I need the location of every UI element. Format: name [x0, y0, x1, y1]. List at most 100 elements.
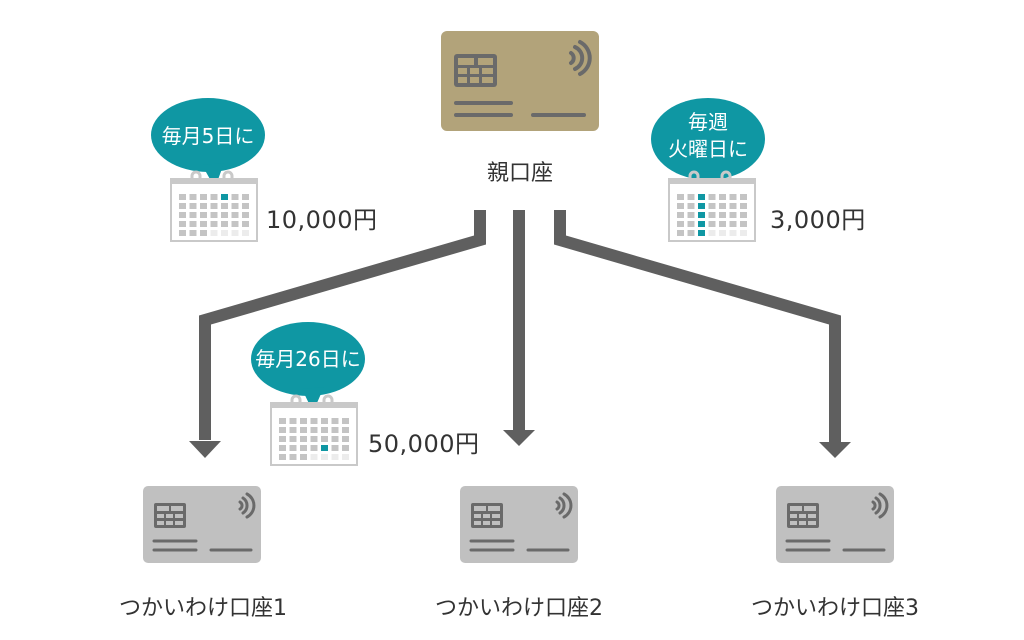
calendar-day [729, 194, 737, 200]
calendar-day [210, 194, 218, 200]
calendar-day [231, 203, 239, 209]
schedule-text-1: 毎月5日に [161, 124, 255, 148]
calendar-day [242, 230, 249, 236]
calendar-day [677, 203, 684, 209]
calendar-day-highlight [321, 445, 328, 451]
calendar-day [189, 194, 197, 200]
calendar-icon-3 [668, 170, 756, 246]
parent-account-card [441, 31, 599, 135]
arrowhead-1 [189, 441, 221, 458]
calendar-day [331, 445, 339, 451]
schedule-text-3-line2: 火曜日に [668, 137, 748, 161]
calendar-ring [290, 394, 302, 408]
calendar-day [708, 203, 716, 209]
calendar-day [179, 194, 186, 200]
calendar-day-highlight [221, 194, 228, 200]
calendar-day [189, 203, 197, 209]
transfer-amount-1: 10,000円 [266, 206, 378, 234]
calendar-day [708, 194, 716, 200]
calendar-day [729, 230, 737, 236]
calendar-day-highlight [698, 212, 705, 218]
calendar-day-highlight [698, 230, 705, 236]
calendar-day [279, 427, 286, 433]
calendar-day [179, 221, 186, 227]
calendar-day [677, 230, 684, 236]
calendar-day [189, 212, 197, 218]
calendar-day [231, 230, 239, 236]
calendar-day [300, 445, 307, 451]
calendar-day [200, 194, 207, 200]
calendar-ring [688, 170, 700, 184]
calendar-day [300, 436, 307, 442]
calendar-day [221, 221, 228, 227]
arrowhead-3 [819, 442, 851, 458]
calendar-day [740, 203, 747, 209]
calendar-ring [222, 170, 234, 184]
calendar-day [289, 445, 297, 451]
arrow-to-account-3 [554, 210, 841, 442]
calendar-day [310, 427, 318, 433]
calendar-day [687, 230, 695, 236]
calendar-day [310, 436, 318, 442]
parent-account-label: 親口座 [486, 161, 553, 186]
calendar-day [231, 221, 239, 227]
calendar-day [300, 454, 307, 460]
calendar-day [300, 418, 307, 424]
calendar-day [189, 230, 197, 236]
calendar-day [719, 221, 726, 227]
calendar-ring [720, 170, 732, 184]
calendar-day [189, 221, 197, 227]
calendar-day [279, 418, 286, 424]
calendar-ring [190, 170, 202, 184]
calendar-day [677, 212, 684, 218]
calendar-day [708, 212, 716, 218]
calendar-day [221, 212, 228, 218]
calendar-day [289, 436, 297, 442]
schedule-bubble-1 [150, 97, 268, 196]
child-account-card-1 [143, 486, 261, 567]
calendar-day [740, 194, 747, 200]
calendar-day [200, 230, 207, 236]
calendar-day [687, 212, 695, 218]
calendar-day [321, 436, 328, 442]
calendar-day [342, 445, 349, 451]
child-account-card-2 [460, 486, 578, 567]
calendar-day [729, 221, 737, 227]
calendar-icon-2 [270, 394, 358, 470]
calendar-day [200, 212, 207, 218]
transfer-amount-3: 3,000円 [770, 206, 866, 234]
calendar-day [200, 203, 207, 209]
schedule-text-3-line1: 毎週 [688, 110, 728, 134]
calendar-day [342, 427, 349, 433]
calendar-day [310, 454, 318, 460]
calendar-day [289, 418, 297, 424]
calendar-day [321, 454, 328, 460]
calendar-day [289, 454, 297, 460]
credit-card-icon [776, 486, 894, 563]
calendar-day [342, 454, 349, 460]
calendar-day [729, 203, 737, 209]
schedule-bubble-2 [250, 321, 368, 420]
calendar-icon-1 [170, 170, 258, 246]
calendar-day [279, 436, 286, 442]
calendar-day [331, 427, 339, 433]
credit-card-icon [441, 31, 599, 131]
calendar-day [179, 203, 186, 209]
calendar-day [242, 194, 249, 200]
calendar-day [300, 427, 307, 433]
child-account-card-3 [776, 486, 894, 567]
calendar-day [221, 230, 228, 236]
calendar-day [242, 221, 249, 227]
calendar-day [708, 221, 716, 227]
calendar-day [179, 212, 186, 218]
calendar-day-highlight [698, 203, 705, 209]
child-account-label-1: つかいわけ口座1 [119, 596, 287, 621]
calendar-day [740, 221, 747, 227]
calendar-day [331, 454, 339, 460]
calendar-day [210, 230, 218, 236]
calendar-day [242, 203, 249, 209]
calendar-day [279, 454, 286, 460]
calendar-day [687, 194, 695, 200]
calendar-day [719, 203, 726, 209]
